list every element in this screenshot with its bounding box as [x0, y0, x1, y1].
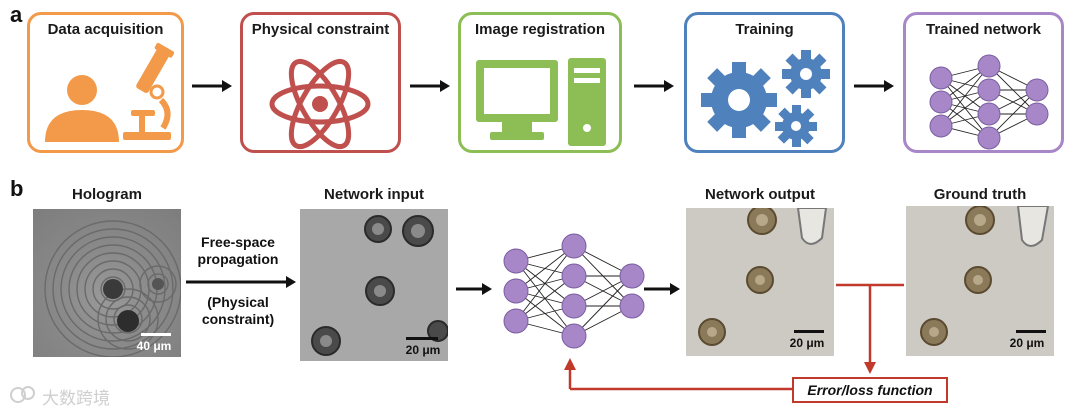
nn-neuron: [977, 78, 1001, 102]
step-physical-constraint: Physical constraint: [240, 12, 401, 153]
loss-function-box: Error/loss function: [792, 377, 948, 403]
nn-neuron: [1025, 102, 1049, 126]
step-data-acquisition: Data acquisition: [27, 12, 184, 153]
nn-neuron: [561, 233, 587, 259]
physical-constraint-label: (Physical constraint): [186, 294, 290, 328]
scale-label: 20 μm: [405, 343, 441, 357]
neural-network-icon: [929, 54, 1049, 150]
propagation-arrow: [186, 276, 296, 288]
watermark: 大数跨境: [42, 389, 110, 409]
arrow-to-network: [456, 283, 492, 295]
nn-neuron: [929, 66, 953, 90]
nn-neuron: [503, 248, 529, 274]
scale-bar: [794, 330, 824, 333]
nn-connection: [515, 245, 575, 322]
propagation-line4: constraint): [201, 311, 275, 327]
nn-neuron: [977, 102, 1001, 126]
step-image-registration: Image registration: [458, 12, 622, 153]
nn-connection: [940, 65, 990, 127]
ground-truth-title: Ground truth: [933, 186, 1027, 203]
nn-neuron: [561, 293, 587, 319]
atom-icon: [269, 58, 371, 150]
scale-label: 40 μm: [136, 339, 172, 353]
propagation-line1: Free-space: [201, 234, 275, 250]
propagation-line3: (Physical: [207, 294, 269, 310]
gears-icon: [701, 50, 830, 147]
nn-neuron: [1025, 78, 1049, 102]
neural-network-diagram: [503, 233, 645, 349]
nn-neuron: [929, 90, 953, 114]
nn-neuron: [503, 308, 529, 334]
nn-neuron: [977, 54, 1001, 78]
step-training: Training: [684, 12, 845, 153]
nn-neuron: [619, 263, 645, 289]
step-title: Physical constraint: [251, 21, 390, 38]
step-title: Image registration: [474, 21, 606, 38]
scale-bar: [1016, 330, 1046, 333]
nn-neuron: [561, 263, 587, 289]
step-title: Data acquisition: [47, 21, 164, 38]
nn-neuron: [503, 278, 529, 304]
network-input-image: 20 μm: [300, 209, 448, 361]
nn-neuron: [977, 126, 1001, 150]
scale-label: 20 μm: [1009, 336, 1045, 350]
propagation-label: Free-space propagation: [186, 234, 290, 268]
step-title: Training: [735, 21, 794, 38]
network-output-image: 20 μm: [686, 208, 834, 356]
propagation-line2: propagation: [197, 251, 279, 267]
arrow-a4: [854, 80, 894, 92]
hologram-image: 40 μm: [33, 209, 181, 357]
arrow-a3: [634, 80, 674, 92]
arrow-a2: [410, 80, 450, 92]
hologram-title: Hologram: [71, 186, 142, 203]
computer-icon: [476, 58, 606, 146]
step-title: Trained network: [925, 21, 1042, 38]
watermark-logo-icon: [10, 386, 35, 403]
scale-label: 20 μm: [789, 336, 825, 350]
ground-truth-image: 20 μm: [906, 206, 1054, 356]
arrow-a1: [192, 80, 232, 92]
panel-b-label: b: [10, 176, 24, 201]
step-trained-network: Trained network: [903, 12, 1064, 153]
person-microscope-icon: [45, 42, 175, 142]
scale-bar: [406, 337, 438, 340]
nn-connection: [573, 275, 633, 337]
nn-neuron: [929, 114, 953, 138]
arrow-to-output: [644, 283, 680, 295]
scale-bar: [141, 333, 171, 336]
network-input-title: Network input: [324, 186, 424, 203]
network-output-title: Network output: [705, 186, 815, 203]
nn-neuron: [561, 323, 587, 349]
nn-neuron: [619, 293, 645, 319]
panel-a-label: a: [10, 2, 23, 27]
